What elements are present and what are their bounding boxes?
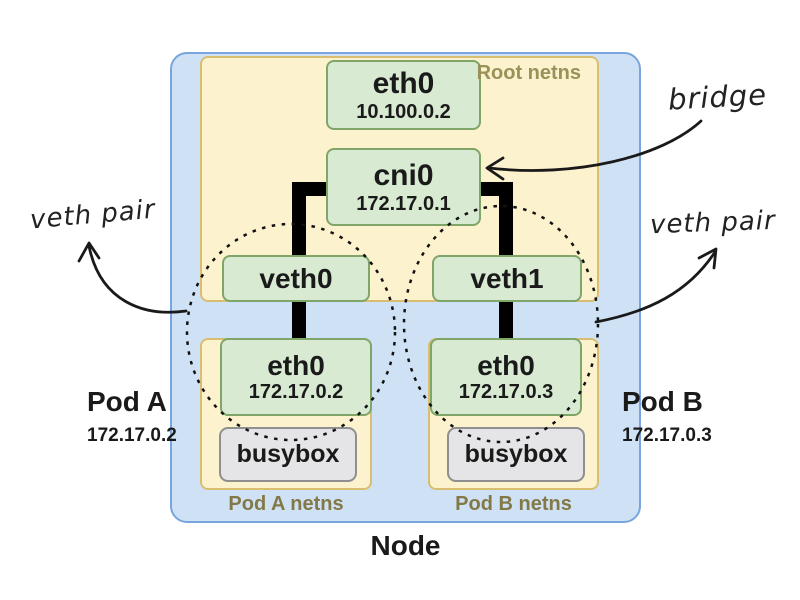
veth-pair-annotation-right: veth pair [649, 205, 777, 241]
eth0-pod-a-name: eth0 [267, 350, 325, 382]
pod-a-name: Pod A [87, 386, 167, 417]
eth0-root-name: eth0 [372, 67, 435, 100]
pod-b-label-block: Pod B 172.17.0.3 [622, 388, 712, 447]
cni0-ip: 172.17.0.1 [356, 192, 451, 215]
bridge-annotation: bridge [667, 77, 768, 117]
eth0-pod-a-ip: 172.17.0.2 [248, 381, 344, 404]
node-label: Node [370, 530, 441, 561]
eth0-pod-b-interface: eth0 172.17.0.3 [430, 338, 582, 416]
pod-a-netns-label: Pod A netns [228, 493, 344, 515]
busybox-container-b: busybox [447, 427, 585, 482]
veth1-interface: veth1 [432, 255, 582, 302]
pod-a-ip: 172.17.0.2 [87, 425, 177, 446]
busybox-container-a: busybox [219, 427, 357, 482]
veth-pair-annotation-left: veth pair [28, 194, 157, 236]
eth0-root-interface: eth0 10.100.0.2 [326, 60, 481, 130]
cni0-name: cni0 [373, 159, 434, 192]
pod-b-name: Pod B [622, 386, 703, 417]
eth0-root-ip: 10.100.0.2 [356, 100, 451, 123]
pod-b-netns-label: Pod B netns [455, 493, 572, 515]
root-netns-label: Root netns [476, 62, 581, 84]
veth1-name: veth1 [470, 262, 544, 294]
veth0-name: veth0 [259, 262, 333, 294]
eth0-pod-b-ip: 172.17.0.3 [458, 381, 554, 404]
eth0-pod-b-name: eth0 [477, 350, 535, 382]
eth0-pod-a-interface: eth0 172.17.0.2 [220, 338, 372, 416]
pod-b-ip: 172.17.0.3 [622, 425, 712, 446]
cni0-bridge-interface: cni0 172.17.0.1 [326, 148, 481, 226]
pod-a-label-block: Pod A 172.17.0.2 [87, 388, 177, 447]
veth0-interface: veth0 [222, 255, 370, 302]
